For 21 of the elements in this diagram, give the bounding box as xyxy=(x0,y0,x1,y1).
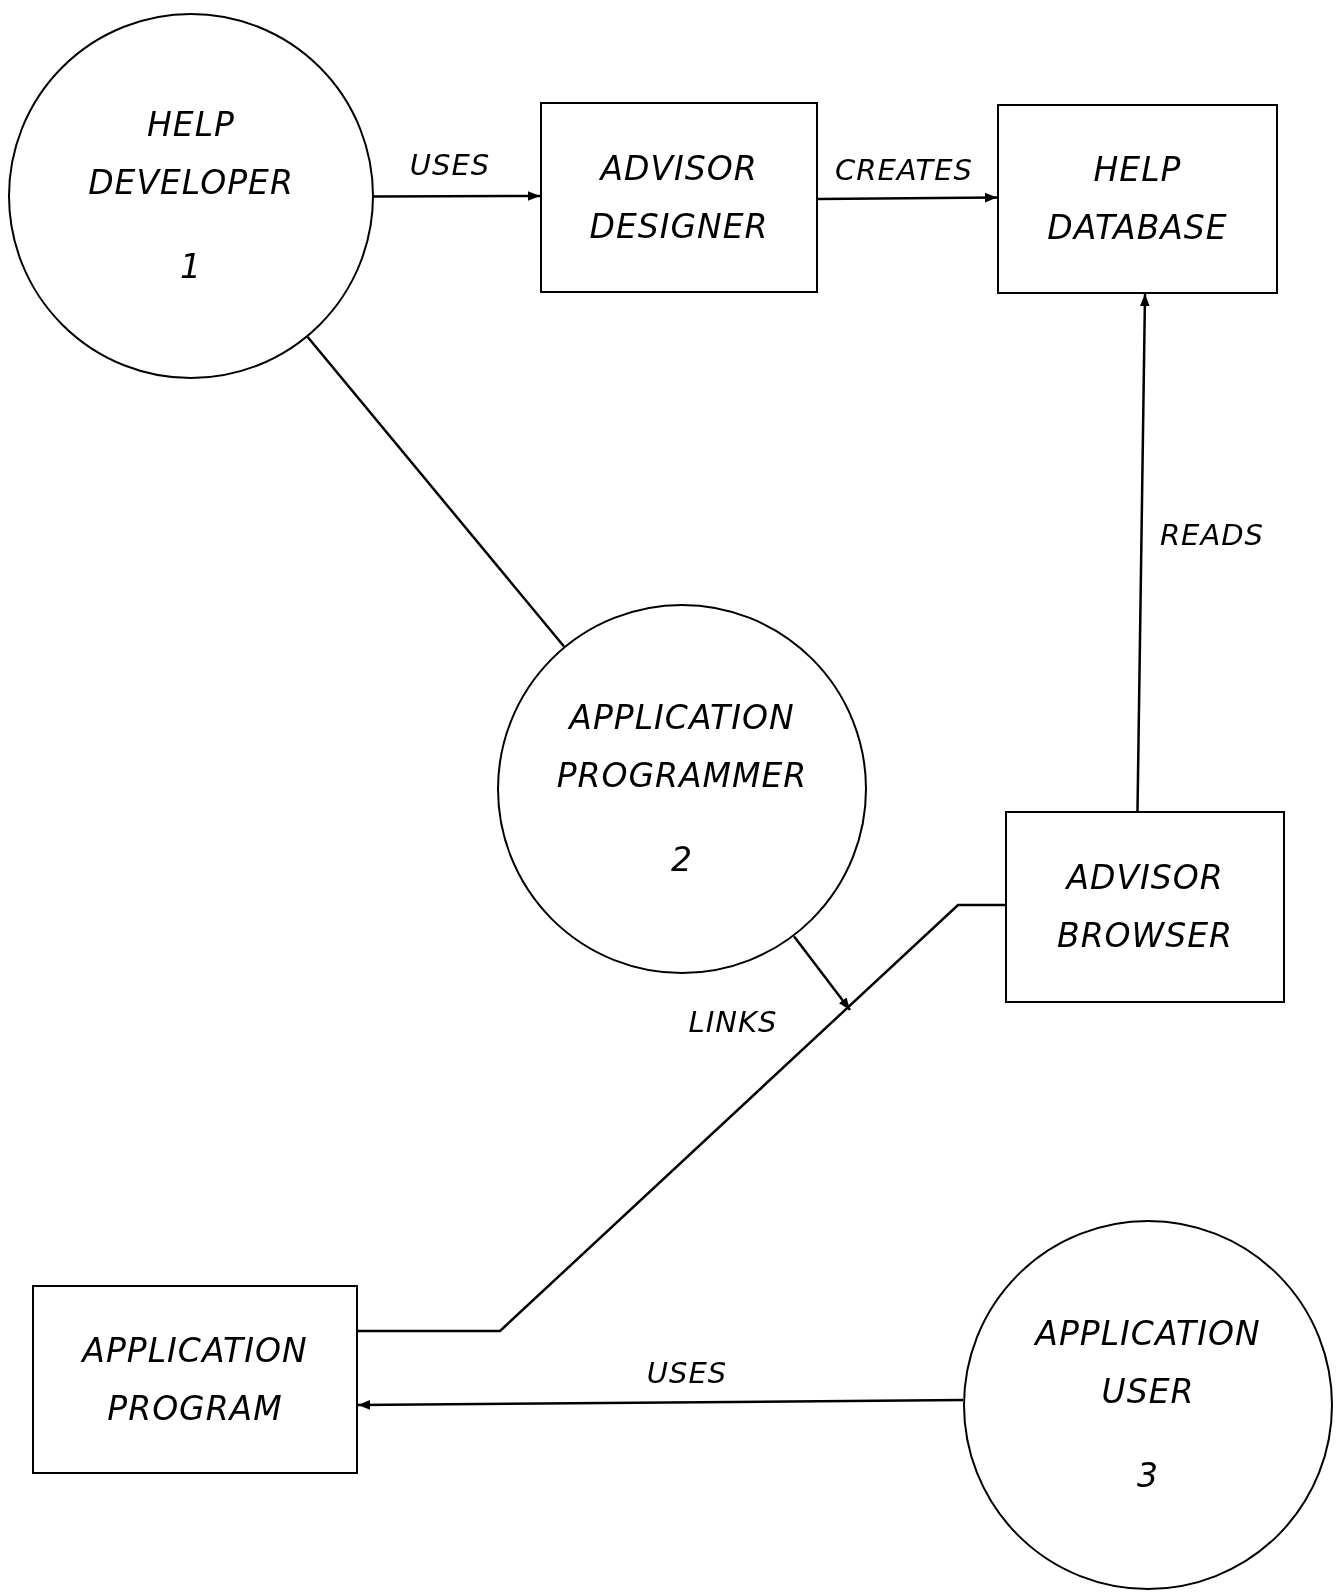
arrow xyxy=(1136,294,1150,811)
process-number: 2 xyxy=(671,838,693,881)
node-label: HELP DEVELOPER xyxy=(87,104,295,205)
entity-box xyxy=(997,104,1278,294)
process-number: 1 xyxy=(180,245,202,288)
node-label: HELP DATABASE xyxy=(1046,149,1229,249)
node-label: APPLICATION PROGRAM xyxy=(79,1329,309,1430)
node-label: ADVISOR BROWSER xyxy=(1056,857,1234,957)
arrow xyxy=(374,191,540,201)
entity-box xyxy=(1005,811,1285,1003)
node-label: APPLICATION PROGRAMMER xyxy=(555,697,809,798)
entity-box xyxy=(540,102,818,293)
entity-box xyxy=(32,1285,358,1474)
node-label: ADVISOR DESIGNER xyxy=(588,147,770,248)
arrow xyxy=(792,935,851,1011)
arrow xyxy=(358,1398,964,1410)
node-label: APPLICATION USER xyxy=(1032,1313,1262,1414)
arrow xyxy=(818,192,997,203)
connector-line xyxy=(306,336,565,648)
process-number: 3 xyxy=(1137,1454,1159,1497)
connector-line xyxy=(358,903,1005,1333)
